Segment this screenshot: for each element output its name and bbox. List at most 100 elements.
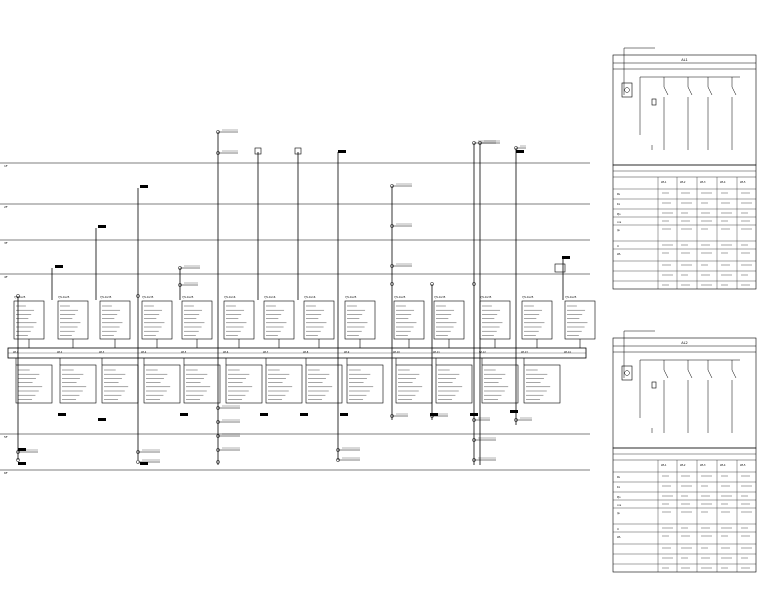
lower-box [101,364,139,404]
lower-box [15,364,53,404]
table-col-header: WL3 [700,463,706,467]
upper-box [263,300,295,340]
bus-tag: WL3 [99,351,105,354]
bus-tag: WL13 [521,351,528,354]
table-row-header: Ic [617,527,620,531]
upper-box [393,300,425,340]
breaker-switch [687,86,693,96]
upper-box [181,300,213,340]
box-title: YJV-4x25 [182,295,194,299]
bus-tag: WL6 [223,351,229,354]
floor-mark: 6F [4,471,8,475]
breaker-switch [731,369,737,379]
box-title: YJV-4x16 [264,295,276,299]
table-row-header: Ijs [617,228,621,232]
table-row-header: Kx [617,485,621,489]
bus-tag: WL12 [479,351,486,354]
floor-mark: 1F [4,164,8,168]
lower-box [225,364,263,404]
upper-box [479,300,511,340]
cable-tag [260,413,268,416]
terminal-node [16,294,20,298]
panel-frame [612,337,757,449]
cable-tag [340,413,348,416]
lower-distribution-boxes [15,358,561,404]
meter-box [621,82,633,98]
lower-box [183,364,221,404]
box-title: YJV-4x25 [14,295,26,299]
box-title: YJV-4x25 [565,295,577,299]
meter-symbol [624,370,630,376]
table-row-header: Kx [617,202,621,206]
feeder-tag [98,225,106,228]
schedule-table [612,164,757,290]
box-title: YJV-4x35 [434,295,446,299]
bus-tag: WL7 [263,351,269,354]
terminal-node [472,282,476,286]
upper-box [99,300,131,340]
upper-box [344,300,376,340]
meter-box [621,365,633,381]
bus-tag: WL5 [181,351,187,354]
table-col-header: WL1 [661,180,667,184]
lower-box [305,364,343,404]
terminal-node [16,458,20,462]
label-box [554,263,566,273]
cable-tag [180,413,188,416]
label-box [294,147,302,155]
table-col-header: WL5 [740,180,746,184]
table-col-header: WL2 [680,463,686,467]
floor-mark: 4F [4,275,8,279]
cable-tag [18,462,26,465]
lower-box [481,364,519,404]
breaker-switch [663,369,669,379]
bus-tag: WL10 [393,351,400,354]
breaker-switch [707,369,713,379]
upper-box [433,300,465,340]
upper-box [13,300,45,340]
cable-tag [140,462,148,465]
floor-mark: 2F [4,205,8,209]
upper-box [223,300,255,340]
box-title: YJV-4x35 [100,295,112,299]
cable-tag [430,413,438,416]
breaker-switch [687,369,693,379]
cable-tag [18,448,26,451]
upper-box [141,300,173,340]
box-title: YJV-4x25 [394,295,406,299]
table-col-header: WL2 [680,180,686,184]
upper-distribution-boxes: YJV-4x25WL1YJV-4x25WL2YJV-4x35WL3YJV-4x3… [13,295,596,354]
bus-tag: WL11 [433,351,440,354]
table-row-header: Pjs [617,212,621,216]
table-col-header: WL4 [720,180,726,184]
table-row-header: cos [617,504,622,507]
lower-box [435,364,473,404]
breaker [651,98,657,106]
table-row-header: cos [617,221,622,224]
terminal-node [136,294,140,298]
schedule-table [612,447,757,573]
upper-box [57,300,89,340]
upper-box [521,300,553,340]
lower-box [59,364,97,404]
lower-box [346,364,384,404]
table-col-header: WL1 [661,463,667,467]
upper-box [303,300,335,340]
feeder-tag [562,256,570,259]
table-row-header: WL [617,252,621,256]
feeder-tag [516,150,524,153]
table-col-header: WL3 [700,180,706,184]
bus-tag: WL14 [564,351,571,354]
panel-title: AL2 [681,341,688,345]
upper-box [564,300,596,340]
breaker-switch [731,86,737,96]
table-row-header: Pjs [617,495,621,499]
table-row-header: Pe [617,192,620,196]
terminal-node [390,282,394,286]
breaker [651,381,657,389]
table-row-header: Ijs [617,511,621,515]
cable-tag [470,413,478,416]
feeder-tag [55,265,63,268]
bus-tag: WL4 [141,351,147,354]
